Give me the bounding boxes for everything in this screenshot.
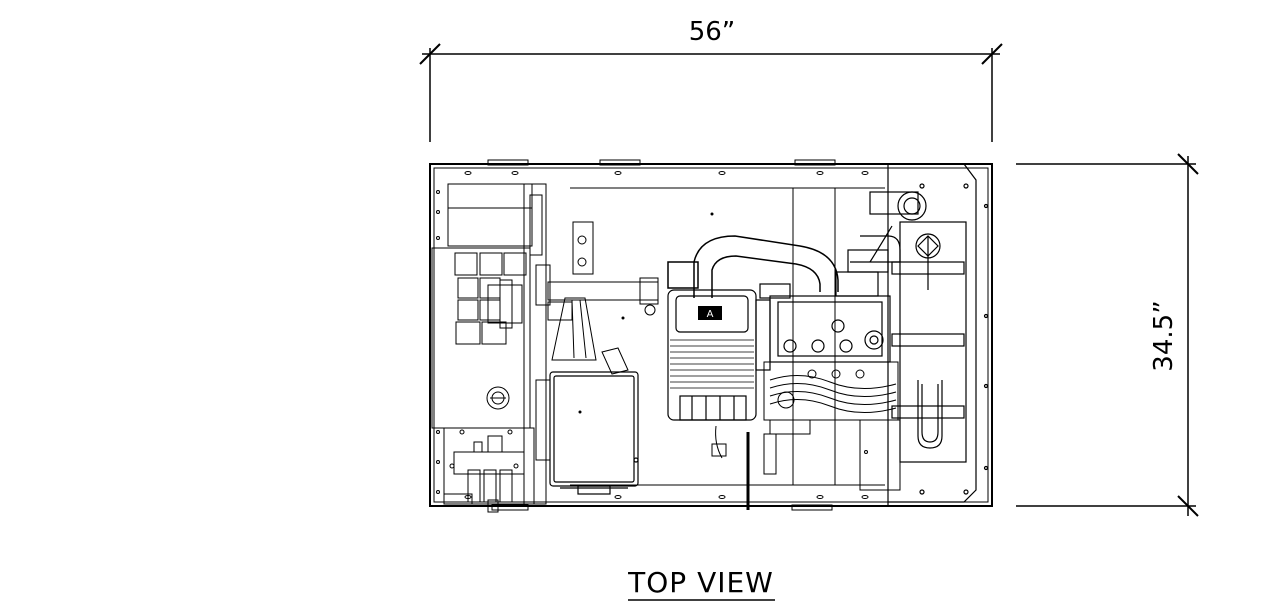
fuel-lines xyxy=(711,361,899,510)
battery-box xyxy=(549,371,639,495)
view-title: TOP VIEW xyxy=(627,566,775,601)
intake-pipe xyxy=(667,235,839,298)
enclosure-outline xyxy=(429,159,993,511)
warning-badge-text: A xyxy=(707,309,714,320)
width-dimension-label: 56” xyxy=(689,17,736,47)
height-dimension: 34.5” xyxy=(1016,153,1199,517)
width-dimension: 56” xyxy=(419,17,1003,142)
warning-badge: A xyxy=(698,306,722,320)
height-dimension-label: 34.5” xyxy=(1149,300,1179,371)
lower-mount xyxy=(859,419,901,491)
view-title-text: TOP VIEW xyxy=(627,566,774,599)
muffler xyxy=(869,163,993,507)
mount-bracket xyxy=(572,221,594,275)
control-panel xyxy=(431,183,551,505)
misc-fasteners xyxy=(578,212,714,414)
terminal-block xyxy=(443,427,535,513)
air-intake xyxy=(547,277,659,375)
engine-block xyxy=(755,235,901,371)
